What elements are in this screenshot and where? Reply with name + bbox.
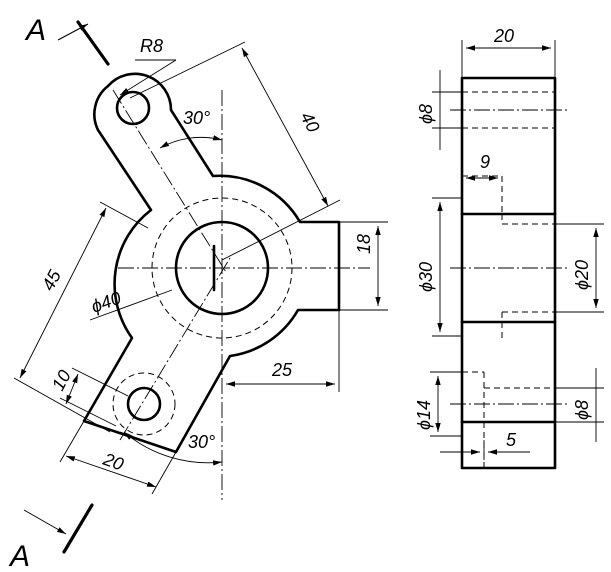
angle-bottom-arc: [123, 431, 223, 466]
side-dim-phi8-bottom-label: ϕ8: [572, 400, 592, 420]
side-view: [430, 40, 604, 470]
side-dim-phi8-top-label: ϕ8: [416, 104, 436, 124]
dim-10-ext1: [71, 367, 129, 397]
dim-20-ext1: [59, 420, 85, 463]
section-mark-bottom: A: [8, 540, 30, 572]
dim-20-line: [65, 455, 157, 488]
side-dim-9-label: 9: [480, 152, 490, 172]
dim-40-ext2: [221, 199, 341, 261]
side-outline: [460, 76, 557, 470]
hidden-lower-counterbore: [112, 372, 176, 436]
central-bore: [174, 220, 270, 316]
side-dim-phi30-label: ϕ30: [416, 262, 436, 292]
front-view: [13, 20, 388, 554]
dim-45-ext1: [99, 201, 149, 229]
dim-20-bottom-label: 20: [100, 449, 127, 475]
dim-40-ext1: [129, 41, 246, 99]
dim-18-label: 18: [354, 234, 374, 254]
angle-top-arc: [159, 135, 223, 149]
section-arrow-top: [57, 23, 89, 41]
dim-40-label: 40: [296, 108, 323, 135]
angle-top-label: 30°: [183, 108, 210, 128]
upper-hole: [115, 90, 151, 126]
dim-25-label: 25: [271, 360, 293, 380]
r8-leader: [119, 59, 177, 96]
section-arrow-bottom-stroke: [62, 503, 94, 554]
section-arrow-top-stroke: [76, 20, 110, 66]
upper-arm-center-line: [112, 89, 227, 273]
section-arrow-bottom: [23, 509, 67, 535]
part-outline: [82, 72, 341, 454]
dim-20-ext2: [151, 451, 177, 495]
side-dim-5-label: 5: [506, 430, 517, 450]
dim-45-ext2: [13, 377, 111, 433]
section-mark-top: A: [24, 14, 46, 47]
dim-10-label: 10: [48, 367, 75, 394]
dim-40-line: [241, 47, 329, 207]
lower-hole: [126, 386, 162, 422]
side-dim-phi20-label: ϕ20: [572, 260, 592, 290]
dim-10-line: [65, 373, 79, 405]
side-dim-20-label: 20: [493, 26, 514, 46]
angle-bottom-label: 30°: [188, 432, 215, 452]
side-dim-phi14-label: ϕ14: [414, 400, 434, 430]
dim-45-label: 45: [38, 266, 66, 294]
hidden-bolt-circle: [151, 197, 293, 339]
dim-45-line: [19, 207, 107, 379]
lower-arm-center-line: [119, 257, 231, 441]
radius-label: R8: [140, 36, 163, 56]
